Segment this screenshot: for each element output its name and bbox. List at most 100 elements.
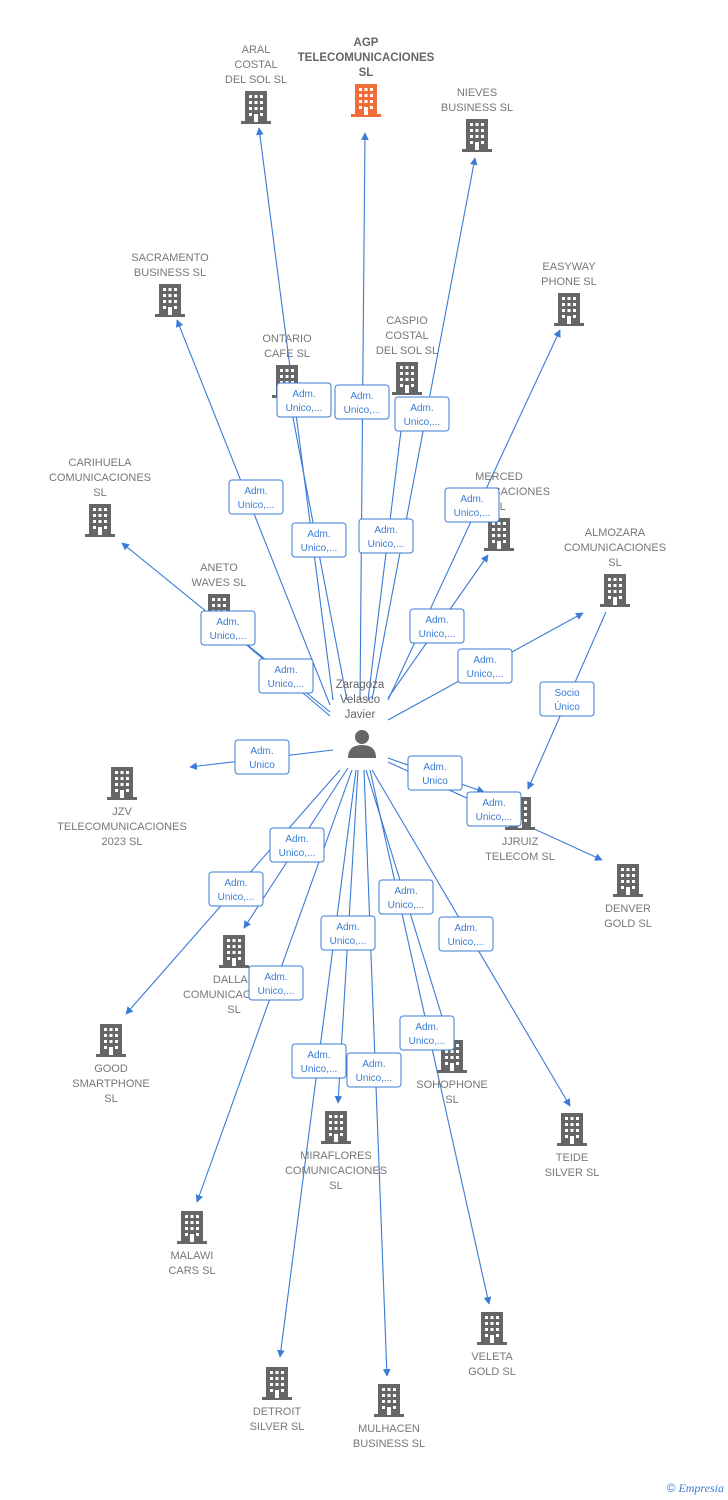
edge-label-nieves[interactable]: Adm.Unico,...: [394, 396, 450, 432]
edge-label-good[interactable]: Adm.Unico,...: [208, 871, 264, 907]
edge-label-sacramento[interactable]: Adm.Unico,...: [228, 479, 284, 515]
edge-label-text: Unico,...: [448, 937, 485, 948]
company-label: COMUNICACIONES: [285, 1165, 387, 1177]
company-label: SILVER SL: [250, 1421, 305, 1433]
edge-label-aral[interactable]: Adm.Unico,...: [276, 382, 332, 418]
edge-label-easyway[interactable]: Adm.Unico,...: [444, 487, 500, 523]
edge-label-mulhacen[interactable]: Adm.Unico,...: [346, 1052, 402, 1088]
edge-label-agp[interactable]: Adm.Unico,...: [334, 384, 390, 420]
edge-label-box: [269, 827, 325, 863]
edge-label-sohophone[interactable]: Adm.Unico,...: [378, 879, 434, 915]
company-label: 2023 SL: [102, 836, 143, 848]
company-label: SL: [93, 487, 106, 499]
edge-label-miraflores[interactable]: Adm.Unico,...: [320, 915, 376, 951]
edge-label-text: Adm.: [350, 391, 373, 402]
edge-label-box: [258, 658, 314, 694]
edge-label-ontario[interactable]: Adm.Unico,...: [291, 522, 347, 558]
company-label: SACRAMENTO: [131, 252, 209, 264]
edge-label-text: Unico,...: [476, 812, 513, 823]
edge-label-text: Adm.: [482, 798, 505, 809]
company-label: SL: [227, 1004, 240, 1016]
company-label: DEL SOL SL: [376, 345, 438, 357]
edge-label-text: Adm.: [473, 655, 496, 666]
person-icon: [348, 730, 376, 758]
company-label: EASYWAY: [542, 261, 596, 273]
edge-label-veleta[interactable]: Adm. Unico,...: [399, 1015, 455, 1051]
company-label: PHONE SL: [541, 276, 597, 288]
edge-label-detroit[interactable]: Adm.Unico,...: [291, 1043, 347, 1079]
edge-label-caspio[interactable]: Adm.Unico,...: [358, 518, 414, 554]
edge-label-malawi[interactable]: Adm.Unico,...: [248, 965, 304, 1001]
person-name: Zaragoza: [336, 679, 385, 691]
edge-label-dallas[interactable]: Adm.Unico,...: [269, 827, 325, 863]
edge-label-text: Unico,...: [409, 1036, 446, 1047]
edge-label-text: Unico,...: [210, 631, 247, 642]
copyright-icon: ©: [666, 1481, 676, 1495]
edge-label-text: Adm.: [425, 615, 448, 626]
company-label: CAFE SL: [264, 348, 310, 360]
edge-label-text: Adm.: [415, 1022, 438, 1033]
edge-label-box: [438, 916, 494, 952]
company-label: DENVER: [605, 903, 651, 915]
edge-label-box: [378, 879, 434, 915]
company-label: WAVES SL: [191, 577, 246, 589]
company-label: TEIDE: [556, 1152, 588, 1164]
company-node-easyway[interactable]: EASYWAY PHONE SL: [541, 261, 597, 326]
edge-label-aneto[interactable]: Adm.Unico,...: [258, 658, 314, 694]
edge-label-text: Adm.: [423, 762, 446, 773]
building-icon: [241, 91, 271, 124]
edge-label-text: Adm.: [216, 617, 239, 628]
edge-label-jjruiz[interactable]: Adm.Unico: [407, 755, 463, 791]
building-icon: [351, 84, 381, 117]
company-node-teide[interactable]: TEIDE SILVER SL: [545, 1113, 600, 1179]
edge-label-denver[interactable]: Adm. Unico,...: [466, 791, 522, 827]
edge-label-box: [444, 487, 500, 523]
edge-label-teide[interactable]: Adm.Unico,...: [438, 916, 494, 952]
edge-label-jzv[interactable]: Adm.Unico: [234, 739, 290, 775]
footer-brand[interactable]: ©Empresia: [667, 1481, 724, 1496]
edge-label-text: Unico: [249, 760, 275, 771]
person-name: Velasco: [340, 694, 380, 706]
edge-label-text: Adm.: [285, 834, 308, 845]
company-label: CARIHUELA: [69, 457, 133, 469]
edge-label-box: [248, 965, 304, 1001]
edge-label-text: Unico,...: [419, 629, 456, 640]
company-label: SILVER SL: [545, 1167, 600, 1179]
building-icon: [177, 1211, 207, 1244]
edge-label-text: Adm.: [374, 525, 397, 536]
edge-label-carihuela[interactable]: Adm. Unico,...: [200, 610, 256, 646]
edge-label-text: Adm.: [307, 1050, 330, 1061]
brand-name: Empresia: [678, 1481, 724, 1495]
edge-label-text: Adm.: [264, 972, 287, 983]
company-label: CASPIO: [386, 315, 428, 327]
building-icon: [600, 574, 630, 607]
edge-label-text: Unico,...: [238, 500, 275, 511]
building-icon: [107, 767, 137, 800]
edge-label-almozara[interactable]: Adm.Unico,...: [457, 648, 513, 684]
company-label: DEL SOL SL: [225, 74, 287, 86]
building-icon: [155, 284, 185, 317]
edge-label-text: Unico,...: [388, 900, 425, 911]
edge-label-merced[interactable]: Adm. Unico,...: [409, 608, 465, 644]
